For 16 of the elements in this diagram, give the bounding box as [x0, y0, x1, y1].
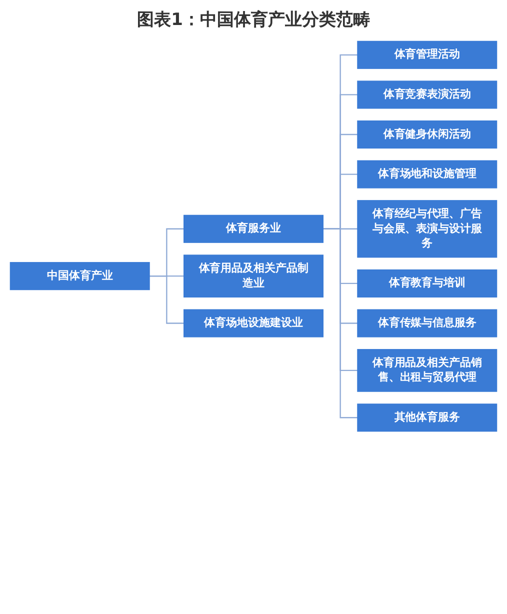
- node-box: 中国体育产业: [10, 262, 150, 290]
- node-box: 体育经纪与代理、广告与会展、表演与设计服务: [357, 200, 498, 258]
- node-box: 其他体育服务: [357, 404, 498, 432]
- node-box: 体育健身休闲活动: [357, 120, 498, 149]
- node-box: 体育用品及相关产品销售、出租与贸易代理: [357, 349, 498, 392]
- diagram-title: 图表1：中国体育产业分类范畴: [137, 9, 370, 31]
- node-box: 体育场地和设施管理: [357, 160, 498, 188]
- node-box: 体育服务业: [184, 214, 324, 243]
- node-box: 体育管理活动: [357, 40, 498, 69]
- node-box: 体育竞赛表演活动: [357, 80, 498, 109]
- connector: [323, 228, 358, 418]
- connector: [149, 275, 184, 324]
- node-box: 体育用品及相关产品制造业: [184, 254, 324, 298]
- node-box: 体育传媒与信息服务: [357, 309, 498, 338]
- node-box: 体育教育与培训: [357, 269, 498, 298]
- node-box: 体育场地设施建设业: [184, 309, 324, 338]
